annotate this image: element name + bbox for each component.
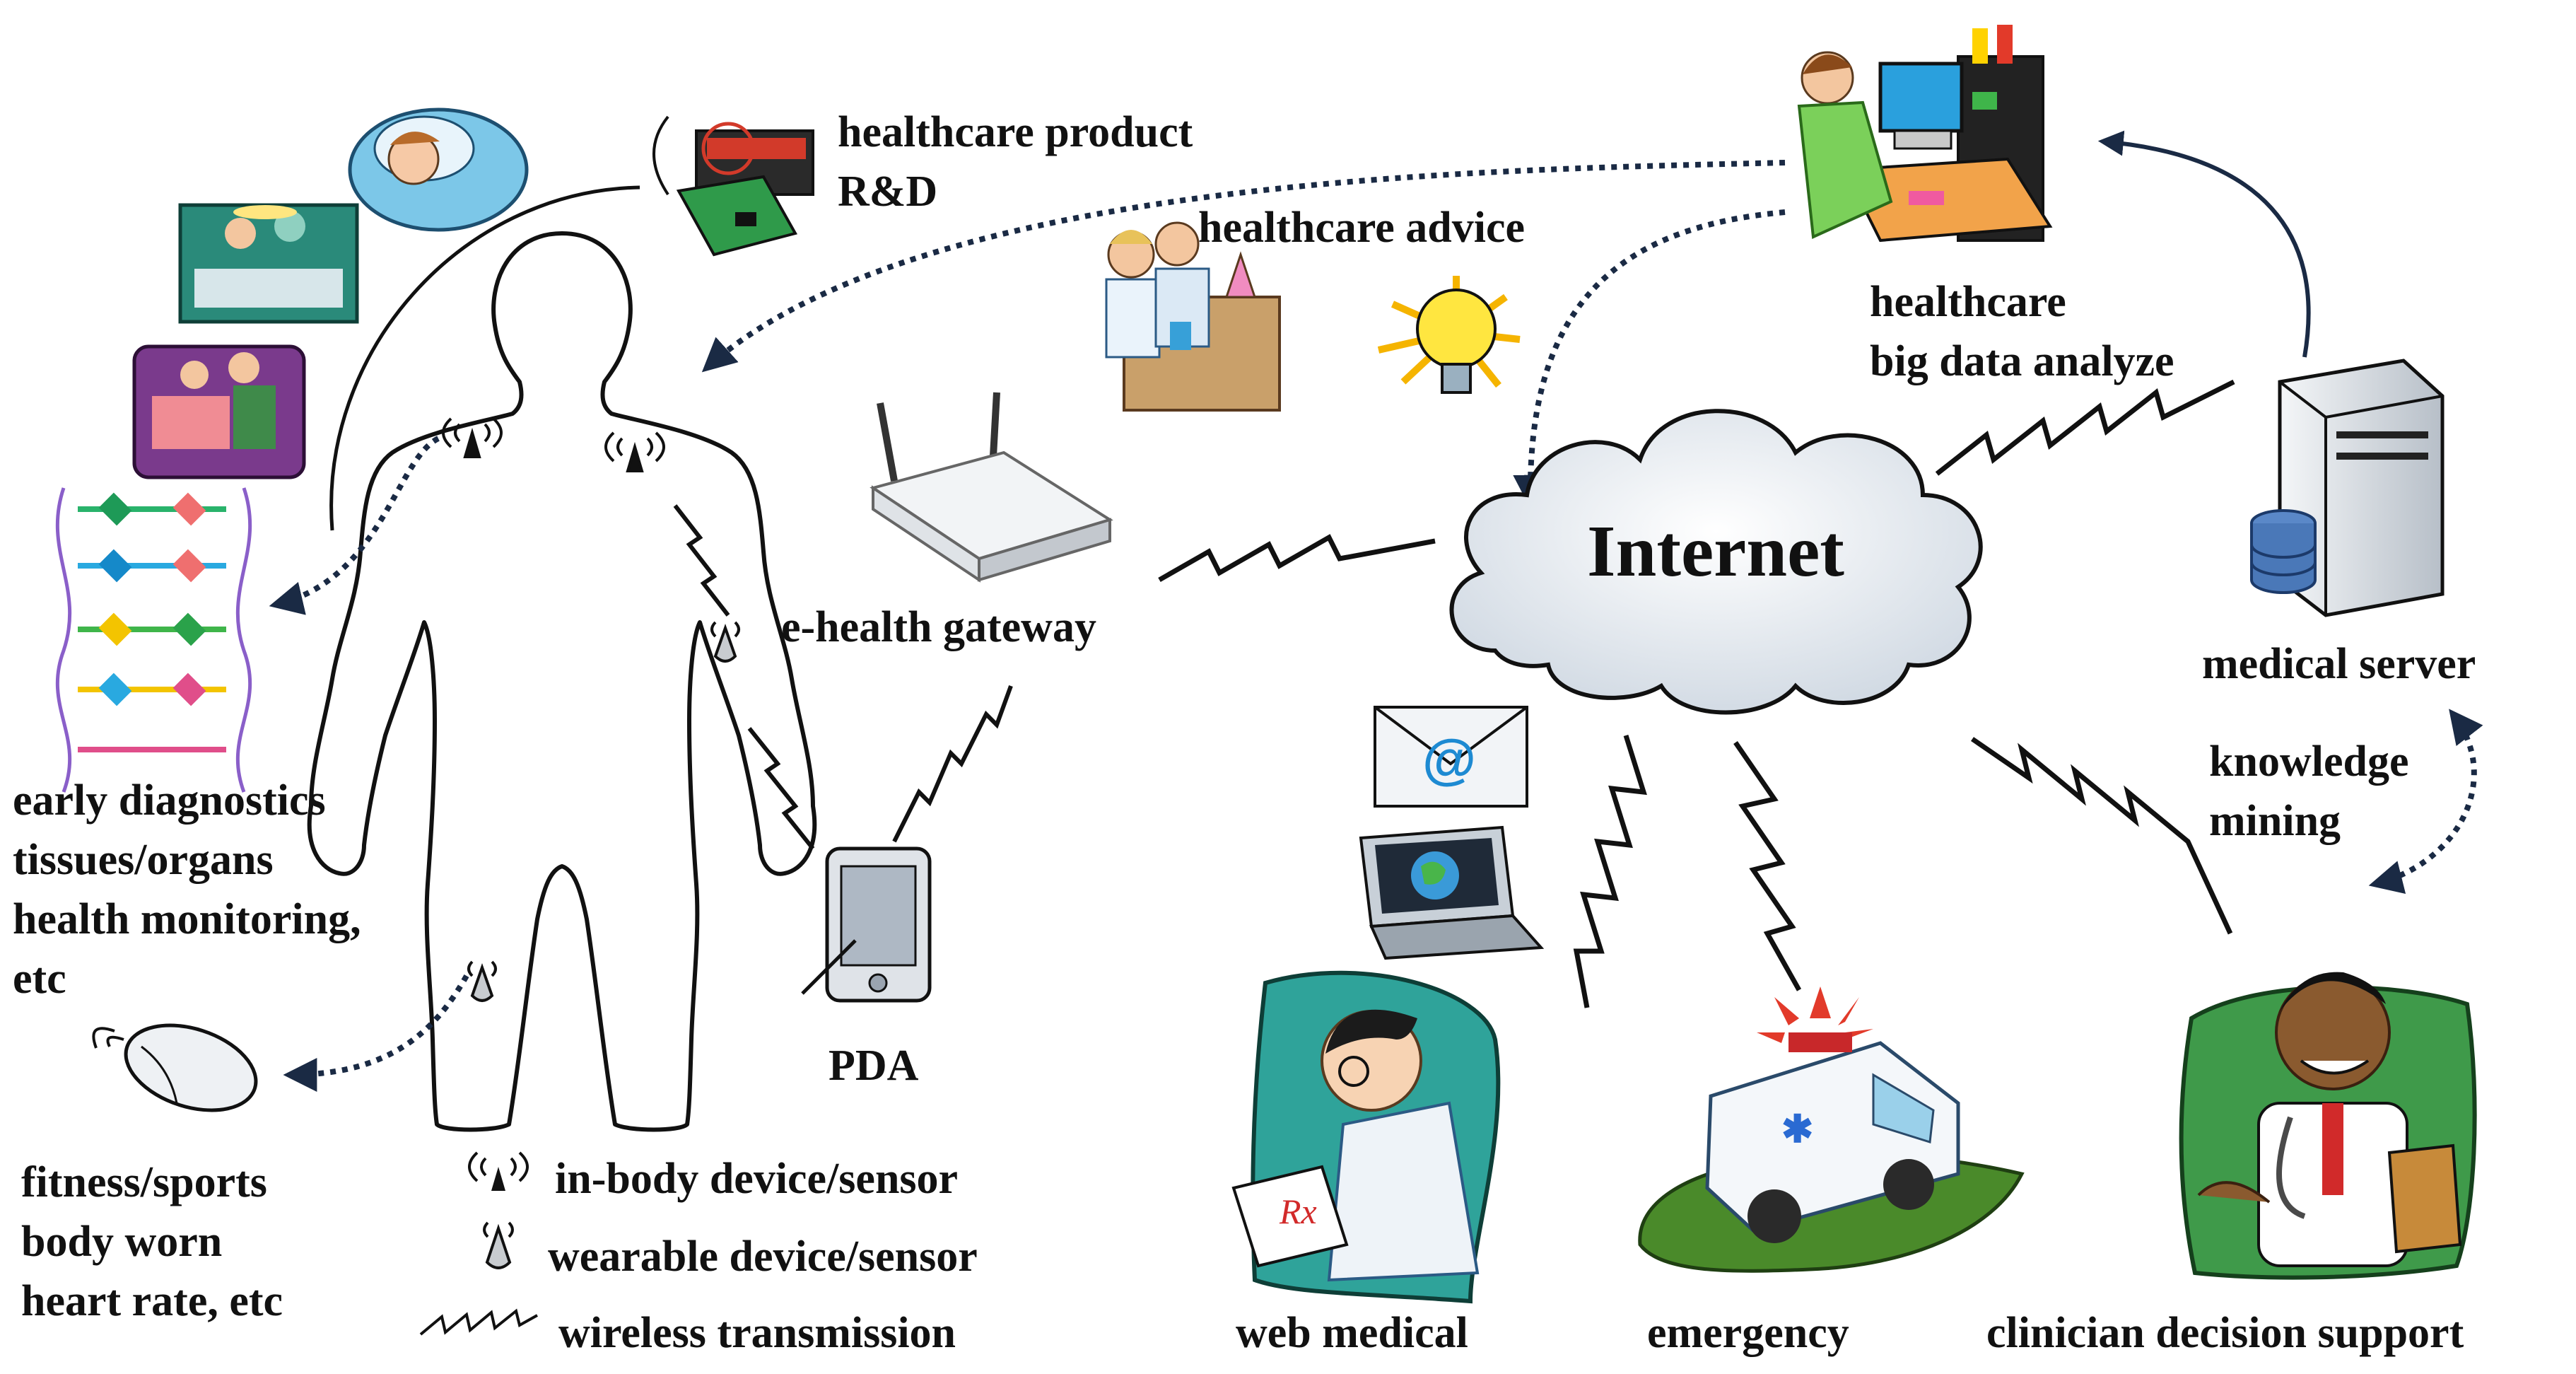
emergency-label: emergency (1647, 1309, 1849, 1357)
wireless-transmission-icon (419, 1308, 538, 1336)
router-icon (870, 392, 1113, 583)
dotted-arrow (1513, 209, 1786, 509)
pda-icon (801, 846, 932, 1003)
early-diagnostics-label: early diagnostics tissues/organs health … (13, 776, 361, 1003)
ambulance-icon: ✱ (1638, 986, 2025, 1273)
pda-label: PDA (829, 1042, 919, 1090)
surgery-icon (178, 203, 359, 324)
web-medical-icon: Rx (1231, 970, 1501, 1304)
inbody-sensor-icon (442, 417, 503, 458)
fitness-label: fitness/sports body worn heart rate, etc (21, 1158, 283, 1325)
web-medical-label: web medical (1236, 1309, 1468, 1357)
clinician-doctor-icon (2179, 972, 2477, 1280)
dna-tissue-icon (55, 487, 252, 793)
healthcare-advice-label: healthcare advice (1198, 204, 1526, 252)
connector-curve (329, 185, 640, 531)
clinic-visit-icon (132, 344, 306, 479)
wearable-sensor-icon (467, 960, 497, 1002)
lightbulb-icon (1377, 276, 1521, 394)
sleeping-person-icon (348, 107, 529, 232)
legend-wireless-label: wireless transmission (558, 1309, 956, 1357)
legend-inbody-label: in-body device/sensor (555, 1155, 959, 1203)
mouse-icon (92, 1023, 258, 1112)
wireless-link (673, 504, 1013, 850)
knowledge-mining-label: knowledge mining (2209, 738, 2409, 845)
wireless-link (1935, 379, 2235, 476)
svg-text:Rx: Rx (1279, 1192, 1317, 1231)
scientists-icon (1105, 221, 1281, 412)
internet-cloud (1449, 409, 1983, 715)
svg-text:✱: ✱ (1781, 1108, 1813, 1151)
inbody-sensor-icon (468, 1151, 529, 1191)
medical-server-icon (2250, 359, 2445, 617)
big-data-label: healthcare big data analyze (1870, 278, 2174, 385)
dotted-arrow (701, 160, 1786, 373)
healthcare-product-label: healthcare product R&D (838, 108, 1193, 216)
circuit-board-icon (652, 115, 814, 257)
medical-server-label: medical server (2202, 640, 2476, 688)
wearable-sensor-icon (710, 621, 740, 663)
wireless-link (1158, 534, 1436, 583)
internet-label: Internet (1587, 511, 1844, 592)
dotted-arrow (269, 436, 440, 615)
inbody-sensor-icon (604, 431, 665, 472)
laptop-icon (1359, 825, 1545, 960)
e-health-gateway-label: e-health gateway (781, 603, 1096, 651)
clinician-decision-label: clinician decision support (1986, 1309, 2464, 1357)
email-icon: @ (1374, 706, 1528, 808)
legend-wearable-label: wearable device/sensor (548, 1233, 978, 1281)
analyst-computer-icon (1797, 25, 2053, 243)
data-arrow (2097, 130, 2311, 358)
svg-text:@: @ (1422, 728, 1476, 790)
human-body-outline (307, 231, 817, 1132)
wearable-sensor-icon (483, 1221, 514, 1269)
wireless-link (1573, 734, 2233, 1008)
